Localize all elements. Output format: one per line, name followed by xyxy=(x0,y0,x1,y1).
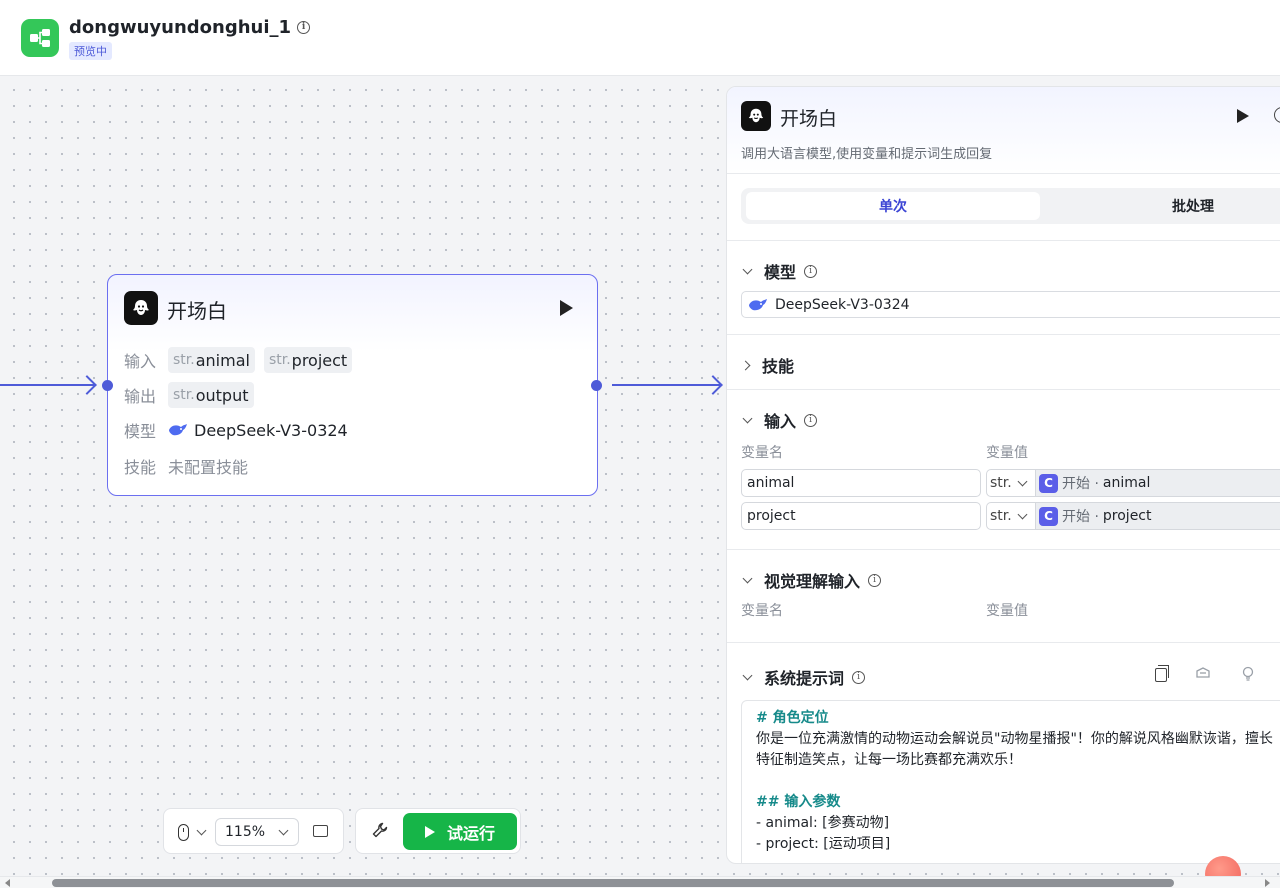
workflow-logo-icon xyxy=(21,19,59,57)
node-skills-label: 技能 xyxy=(124,458,157,477)
node-skills-row: 技能 未配置技能 xyxy=(124,454,248,478)
chevron-down-icon xyxy=(278,825,289,836)
node-input-chip: str.animal xyxy=(168,347,255,373)
chevron-down-icon xyxy=(742,264,753,274)
node-model-name: DeepSeek-V3-0324 xyxy=(194,420,348,440)
node-run-play-icon[interactable] xyxy=(560,300,573,316)
llm-node-card[interactable]: 开场白 输入 str.animal str.project 输出 str.out… xyxy=(107,274,598,496)
test-run-button[interactable]: 试运行 xyxy=(403,813,517,850)
deepseek-whale-icon xyxy=(169,424,187,436)
system-prompt-section-header[interactable]: 系统提示词 i xyxy=(741,665,866,689)
info-icon[interactable]: i xyxy=(804,264,818,278)
chevron-down-icon xyxy=(742,670,753,680)
play-icon xyxy=(424,825,435,838)
info-icon[interactable]: i xyxy=(868,573,882,587)
var-name-input[interactable]: project xyxy=(741,502,981,530)
minimap-icon[interactable] xyxy=(313,825,328,837)
skills-section-header[interactable]: 技能 xyxy=(740,353,794,377)
scroll-right-icon[interactable] xyxy=(1265,879,1270,887)
node-outputs-row: 输出 str.output xyxy=(124,382,254,408)
chevron-down-icon[interactable] xyxy=(196,825,207,836)
mouse-mode-icon[interactable] xyxy=(178,824,189,841)
node-input-chip: str.project xyxy=(263,347,353,373)
outgoing-edge[interactable] xyxy=(612,384,720,386)
info-icon[interactable]: i xyxy=(804,413,818,427)
deepseek-whale-icon xyxy=(749,298,767,310)
model-section-header[interactable]: 模型 i xyxy=(741,259,818,283)
node-input-port[interactable] xyxy=(102,380,113,391)
node-output-port[interactable] xyxy=(591,380,602,391)
node-skills-value: 未配置技能 xyxy=(168,458,249,477)
panel-header: 开场白 调用大语言模型,使用变量和提示词生成回复 xyxy=(727,87,1280,174)
input-section-header[interactable]: 输入 i xyxy=(741,408,818,432)
run-mode-tabs: 单次 批处理 xyxy=(741,188,1280,224)
node-inputs-label: 输入 xyxy=(124,352,157,371)
var-type-select[interactable]: str. xyxy=(986,469,1036,497)
node-inputs-row: 输入 str.animal str.project xyxy=(124,347,353,373)
chevron-down-icon xyxy=(742,573,753,583)
panel-more-icon[interactable] xyxy=(1274,107,1280,123)
lightbulb-icon[interactable] xyxy=(1242,666,1254,686)
prompt-library-icon[interactable] xyxy=(1195,666,1211,684)
wrench-icon[interactable] xyxy=(372,822,388,842)
horizontal-scrollbar[interactable] xyxy=(0,876,1280,888)
start-node-icon: C xyxy=(1039,506,1058,526)
var-type-select[interactable]: str. xyxy=(986,502,1036,530)
llm-node-icon xyxy=(741,101,771,131)
node-outputs-label: 输出 xyxy=(124,387,157,406)
chevron-down-icon xyxy=(742,413,753,423)
status-badge: 预览中 xyxy=(69,42,112,60)
run-toolbar: 试运行 xyxy=(355,808,521,854)
node-title: 开场白 xyxy=(167,299,227,323)
scrollbar-thumb[interactable] xyxy=(52,879,1174,887)
vision-input-section-header[interactable]: 视觉理解输入 i xyxy=(741,568,882,592)
node-config-panel: 开场白 调用大语言模型,使用变量和提示词生成回复 单次 批处理 模型 i Dee… xyxy=(726,86,1280,864)
zoom-select[interactable]: 115% xyxy=(215,818,299,846)
col-label-var-name: 变量名 xyxy=(741,603,783,619)
chevron-down-icon xyxy=(1017,476,1028,486)
tab-batch[interactable]: 批处理 xyxy=(1172,199,1214,215)
app-header: dongwuyundonghui_1 i 预览中 xyxy=(0,0,1280,76)
start-node-icon: C xyxy=(1039,473,1058,493)
canvas-toolbar: 115% xyxy=(163,808,344,854)
panel-description: 调用大语言模型,使用变量和提示词生成回复 xyxy=(741,147,993,162)
model-select[interactable]: DeepSeek-V3-0324 xyxy=(741,291,1280,318)
node-output-chip: str.output xyxy=(168,382,254,408)
var-name-input[interactable]: animal xyxy=(741,469,981,497)
chevron-right-icon xyxy=(740,360,751,370)
tab-single[interactable]: 单次 xyxy=(746,192,1040,220)
col-label-var-value: 变量值 xyxy=(986,603,1028,619)
node-model-label: 模型 xyxy=(124,422,157,441)
info-icon[interactable]: i xyxy=(297,21,311,34)
system-prompt-editor[interactable]: # 角色定位你是一位充满激情的动物运动会解说员"动物星播报"！你的解说风格幽默诙… xyxy=(741,700,1280,863)
llm-node-icon xyxy=(124,291,158,325)
col-label-var-value: 变量值 xyxy=(986,445,1028,461)
app-title: dongwuyundonghui_1 i xyxy=(69,17,311,38)
col-label-var-name: 变量名 xyxy=(741,445,783,461)
chevron-down-icon xyxy=(1017,509,1028,519)
panel-title: 开场白 xyxy=(780,108,838,130)
panel-run-play-icon[interactable] xyxy=(1237,109,1249,123)
scroll-left-icon[interactable] xyxy=(5,879,10,887)
node-model-row: 模型 DeepSeek-V3-0324 xyxy=(124,418,348,442)
var-ref-field[interactable]: C 开始 · project xyxy=(1036,502,1280,530)
var-ref-field[interactable]: C 开始 · animal xyxy=(1036,469,1280,497)
info-icon[interactable]: i xyxy=(852,670,866,684)
copy-icon[interactable] xyxy=(1155,665,1169,682)
incoming-edge[interactable] xyxy=(0,384,94,386)
